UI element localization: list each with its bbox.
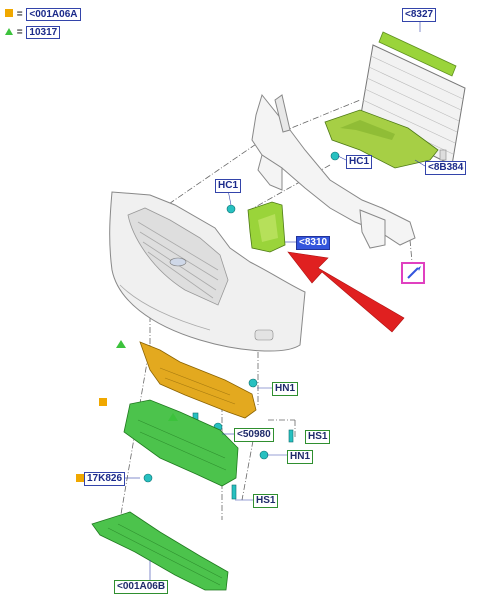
orange-square-icon xyxy=(76,474,84,482)
callout-clip-right[interactable]: HC1 xyxy=(346,155,373,169)
fasteners xyxy=(143,151,340,500)
orange-undershield xyxy=(139,341,257,419)
green-triangle-icon xyxy=(168,413,178,421)
pencil-icon[interactable] xyxy=(401,262,425,284)
callout-screw-1[interactable]: HS1 xyxy=(305,430,331,444)
legend-label[interactable]: <001A06A xyxy=(26,8,81,21)
callout-radiator[interactable]: <8327 xyxy=(402,8,437,22)
front-carrier xyxy=(251,93,416,249)
orange-square-icon xyxy=(99,398,107,406)
callout-bottom-part[interactable]: <001A06B xyxy=(114,580,169,594)
callout-nut-2[interactable]: HN1 xyxy=(287,450,314,464)
legend-row-green: = 10317 xyxy=(4,26,61,39)
callout-bracket[interactable]: <8310 xyxy=(296,236,331,250)
legend-row-orange: = <001A06A xyxy=(4,8,81,21)
bumper-bracket xyxy=(247,201,286,253)
callout-clip-left[interactable]: HC1 xyxy=(215,179,242,193)
legend-label[interactable]: 10317 xyxy=(26,26,61,39)
red-arrow xyxy=(287,251,405,333)
green-triangle-icon xyxy=(116,340,126,348)
callout-nut-1[interactable]: HN1 xyxy=(272,382,299,396)
callout-left-part[interactable]: 17K826 xyxy=(84,472,126,486)
callout-shield-top[interactable]: <8B384 xyxy=(425,161,467,175)
callout-screw-2[interactable]: HS1 xyxy=(253,494,279,508)
top-shield xyxy=(324,109,439,169)
front-bumper xyxy=(109,191,306,352)
orange-square-icon xyxy=(5,9,13,17)
green-splash-shield xyxy=(123,399,239,487)
bottom-green-panel xyxy=(91,511,229,591)
radiator xyxy=(359,31,466,166)
green-triangle-icon xyxy=(5,28,13,35)
callout-clip-center[interactable]: <50980 xyxy=(234,428,274,442)
